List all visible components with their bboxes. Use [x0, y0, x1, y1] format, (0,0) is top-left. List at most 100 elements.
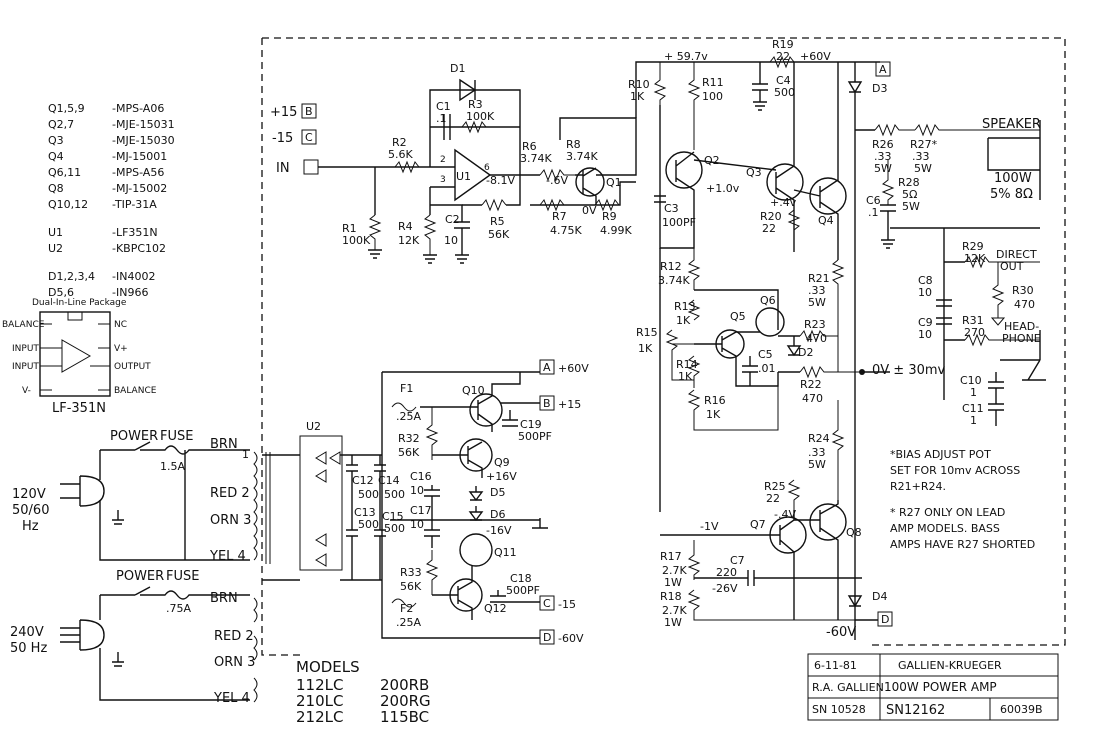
- r24-value: .33: [808, 446, 826, 459]
- c11-value: 1: [970, 414, 977, 427]
- r30-value: 470: [1014, 298, 1035, 311]
- c7-voltage: -26V: [712, 582, 738, 595]
- wire-yel4-240: YEL 4: [213, 691, 250, 706]
- r10-value: 1K: [630, 90, 645, 103]
- c3-value: 100PF: [662, 216, 696, 229]
- r7-label: R7: [552, 210, 567, 223]
- terminal-c-power-label: C: [543, 597, 551, 610]
- q2-voltage: +1.0v: [706, 182, 740, 195]
- headphone-label: HEAD-: [1004, 320, 1039, 333]
- mains-section: POWER FUSE 1.5A BRN RED 2 ORN 3 YEL 4 1 …: [10, 429, 271, 706]
- q10-transistor: [469, 393, 503, 427]
- terminal-c-label: C: [305, 131, 313, 144]
- c6-value: .1: [868, 206, 879, 219]
- q9-label: Q9: [494, 456, 510, 469]
- r21-watt: 5W: [808, 296, 826, 309]
- terminal-d-label: D: [881, 613, 889, 626]
- driver-stage: R6 3.74K R8 3.74K -.6V Q1 R7 4.75K 0V R9…: [520, 117, 637, 237]
- parts-ref: U1: [48, 226, 63, 239]
- r14-label: R14: [676, 358, 698, 371]
- parts-part: -MJ-15002: [112, 182, 167, 195]
- c8-label: C8: [918, 274, 933, 287]
- wire-yel4: YEL 4: [209, 549, 246, 564]
- c10-label: C10: [960, 374, 982, 387]
- ic-pin-leads: [40, 323, 110, 391]
- r24-label: R24: [808, 432, 830, 445]
- r6-value: 3.74K: [520, 152, 552, 165]
- title-company: GALLIEN-KRUEGER: [898, 659, 1002, 672]
- terminal-d: [877, 611, 893, 627]
- rail-60v-label: +60V: [800, 50, 831, 63]
- parts-ref: U2: [48, 242, 63, 255]
- wire-red2: RED 2: [210, 486, 250, 501]
- parts-ref: Q3: [48, 134, 64, 147]
- parts-list: Q1,5,9-MPS-A06Q2,7-MJE-15031Q3-MJE-15030…: [48, 102, 175, 299]
- ic-pin-4-label: V-: [22, 386, 31, 396]
- c4-label: C4: [776, 74, 791, 87]
- c6-label: C6: [866, 194, 881, 207]
- r32-label: R32: [398, 432, 420, 445]
- r2-label: R2: [392, 136, 407, 149]
- ic-notch: [67, 312, 83, 321]
- c9-label: C9: [918, 316, 933, 329]
- note-line: SET FOR 10mv ACROSS: [890, 464, 1020, 477]
- model-212lc: 212LC: [296, 708, 343, 726]
- c9-value: 10: [918, 328, 932, 341]
- wire-orn3: ORN 3: [210, 513, 251, 528]
- r1-value: 100K: [342, 234, 371, 247]
- r26-label: R26: [872, 138, 894, 151]
- supply-minus60-label: -60V: [558, 632, 584, 645]
- parts-part: -TIP-31A: [112, 198, 157, 211]
- parts-part: -MPS-A56: [112, 166, 164, 179]
- parts-ref: Q8: [48, 182, 64, 195]
- c13-label: C13: [354, 506, 376, 519]
- r28-watt: 5W: [902, 200, 920, 213]
- c2-label: C2: [445, 213, 460, 226]
- r21-value: .33: [808, 284, 826, 297]
- note-line: * R27 ONLY ON LEAD: [890, 506, 1005, 519]
- title-drawn-by: R.A. GALLIEN: [812, 681, 884, 694]
- q11-transistor: [459, 533, 493, 567]
- u1-output-voltage: -8.1V: [486, 174, 515, 187]
- r5-value: 56K: [488, 228, 510, 241]
- c11-label: C11: [962, 402, 984, 415]
- title-doc-number: 60039B: [1000, 703, 1043, 716]
- q9-voltage: +16V: [486, 470, 517, 483]
- r22-label: R22: [800, 378, 822, 391]
- terminal-a: [875, 61, 891, 77]
- c13-value: 500: [358, 518, 379, 531]
- r8-label: R8: [566, 138, 581, 151]
- q11-voltage: -16V: [486, 524, 512, 537]
- r27-label: R27*: [910, 138, 938, 151]
- q8-label: Q8: [846, 526, 862, 539]
- r11-value: 100: [702, 90, 723, 103]
- parts-ref: Q6,11: [48, 166, 81, 179]
- rail-minus60-label: -60V: [826, 625, 856, 640]
- r15-label: R15: [636, 326, 658, 339]
- r3-label: R3: [468, 98, 483, 111]
- ic-opamp-symbol: [61, 339, 92, 373]
- r14-value: 1K: [678, 370, 693, 383]
- r23-value: 470: [806, 332, 827, 345]
- r7-value: 4.75K: [550, 224, 582, 237]
- fuse-label-240: FUSE: [166, 569, 199, 584]
- r8-value: 3.74K: [566, 150, 598, 163]
- terminal-c: [301, 129, 317, 145]
- r17-value: 2.7K: [662, 564, 687, 577]
- r26-value: .33: [874, 150, 892, 163]
- terminal-a-power-label: A: [543, 361, 551, 374]
- power-switch-label-240: POWER: [116, 569, 164, 584]
- u2-bridge-rectifier: [299, 435, 343, 571]
- c12-value: 500: [358, 488, 379, 501]
- r18-watt: 1W: [664, 616, 682, 629]
- r5-label: R5: [490, 215, 505, 228]
- ic-pin-5-label: BALANCE: [114, 386, 157, 396]
- r21-label: R21: [808, 272, 830, 285]
- r4-label: R4: [398, 220, 413, 233]
- q7-voltage: -.4V: [774, 508, 796, 521]
- c16-value: 10: [410, 484, 424, 497]
- model-115bc: 115BC: [380, 708, 429, 726]
- r13-label: R13: [674, 300, 696, 313]
- r11-label: R11: [702, 76, 724, 89]
- output-stage: + 59.7v R19 22 +60V A D3 C4 500 R10 1K R…: [628, 38, 1046, 640]
